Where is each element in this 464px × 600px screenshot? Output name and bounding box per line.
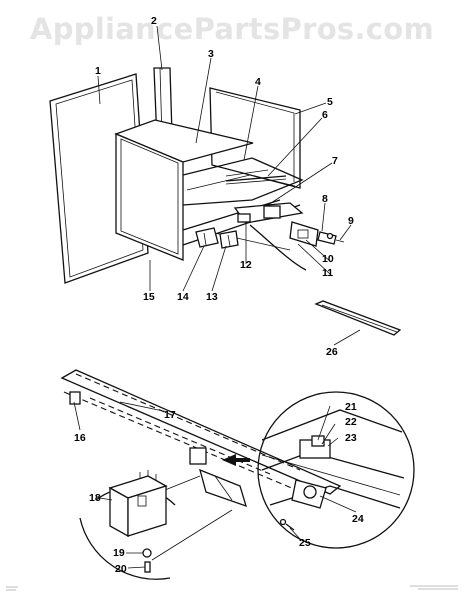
callout-24: 24 bbox=[352, 513, 364, 525]
callout-8: 8 bbox=[322, 193, 328, 205]
callout-17: 17 bbox=[164, 409, 176, 421]
tray-assembly bbox=[114, 119, 304, 261]
parts-8-9-screw bbox=[317, 231, 345, 245]
callout-26: 26 bbox=[326, 346, 338, 358]
leader-lines bbox=[73, 25, 361, 569]
watermark: AppliancePartsPros.com bbox=[29, 12, 435, 46]
callout-15: 15 bbox=[143, 291, 155, 303]
callout-23: 23 bbox=[345, 432, 357, 444]
parts-19-20-screws bbox=[142, 548, 152, 573]
callout-10: 10 bbox=[322, 253, 334, 265]
lower-bar-assembly bbox=[60, 369, 342, 508]
detail-inset-left bbox=[79, 475, 233, 580]
callout-12: 12 bbox=[240, 259, 252, 271]
callout-22: 22 bbox=[345, 416, 357, 428]
parts-13-14-clips bbox=[195, 227, 239, 249]
callout-3: 3 bbox=[208, 48, 214, 60]
callout-21: 21 bbox=[345, 401, 357, 413]
part-26-handle-bar bbox=[314, 300, 402, 336]
callout-9: 9 bbox=[348, 215, 354, 227]
control-mechanism bbox=[209, 202, 319, 271]
callout-6: 6 bbox=[322, 109, 328, 121]
detail-inset-right bbox=[257, 391, 415, 549]
callout-2: 2 bbox=[151, 15, 157, 27]
part-18-switch bbox=[108, 470, 168, 538]
part-4-rail bbox=[225, 175, 287, 185]
callout-19: 19 bbox=[113, 547, 125, 559]
callout-16: 16 bbox=[74, 432, 86, 444]
inset-arrow bbox=[222, 454, 250, 466]
callout-13: 13 bbox=[206, 291, 218, 303]
part-25-screw bbox=[279, 518, 295, 531]
callout-5: 5 bbox=[327, 96, 333, 108]
callout-14: 14 bbox=[177, 291, 189, 303]
fine-print-marks bbox=[6, 585, 458, 591]
callout-20: 20 bbox=[115, 563, 127, 575]
callout-4: 4 bbox=[255, 76, 261, 88]
callout-11: 11 bbox=[322, 267, 333, 279]
callout-1: 1 bbox=[95, 65, 101, 77]
callout-18: 18 bbox=[89, 492, 101, 504]
callout-7: 7 bbox=[332, 155, 338, 167]
callout-labels: 1 2 3 4 5 6 7 8 9 10 11 12 13 14 15 16 1… bbox=[74, 15, 364, 575]
callout-25: 25 bbox=[299, 537, 311, 549]
